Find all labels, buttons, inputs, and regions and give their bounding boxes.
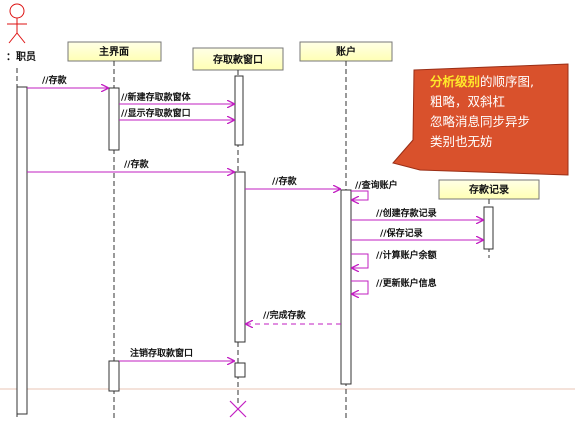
message-label: //新建存取款窗体 <box>121 91 192 103</box>
object-label-deposit-window: 存取款窗口 <box>213 53 263 66</box>
message-label: //显示存取款窗口 <box>121 107 191 119</box>
message-label: //存款 <box>124 158 150 170</box>
message-label: //存款 <box>42 74 68 86</box>
object-label-deposit-record: 存款记录 <box>469 183 509 196</box>
note-highlight: 分析级别 <box>430 74 480 89</box>
object-label-account: 账户 <box>336 45 356 58</box>
message-label: //更新账户信息 <box>376 277 437 289</box>
note-line1-rest: 的顺序图, <box>480 74 534 89</box>
message-label: //存款 <box>272 175 298 187</box>
callout-note: 分析级别的顺序图, 粗略，双斜杠 忽略消息同步异步 类别也无妨 <box>392 63 569 176</box>
message-label: //保存记录 <box>380 227 423 239</box>
message-label: //计算账户余额 <box>376 249 437 261</box>
actor-label: ：职员 <box>6 51 36 63</box>
object-label-main-ui: 主界面 <box>99 45 129 58</box>
message-arrows <box>27 88 483 361</box>
note-line-3: 忽略消息同步异步 <box>430 114 530 129</box>
message-label: //完成存款 <box>263 309 307 321</box>
note-line-2: 粗略，双斜杠 <box>430 94 505 109</box>
actor-icon <box>7 3 27 44</box>
activation-bars <box>16 75 494 415</box>
message-label: //创建存款记录 <box>376 207 437 219</box>
note-line-4: 类别也无妨 <box>430 134 493 149</box>
message-label: 注销存取款窗口 <box>130 347 193 359</box>
note-line-1: 分析级别的顺序图, <box>430 74 534 89</box>
message-label: //查询账户 <box>355 179 398 191</box>
destroy-mark-icon <box>229 400 247 418</box>
